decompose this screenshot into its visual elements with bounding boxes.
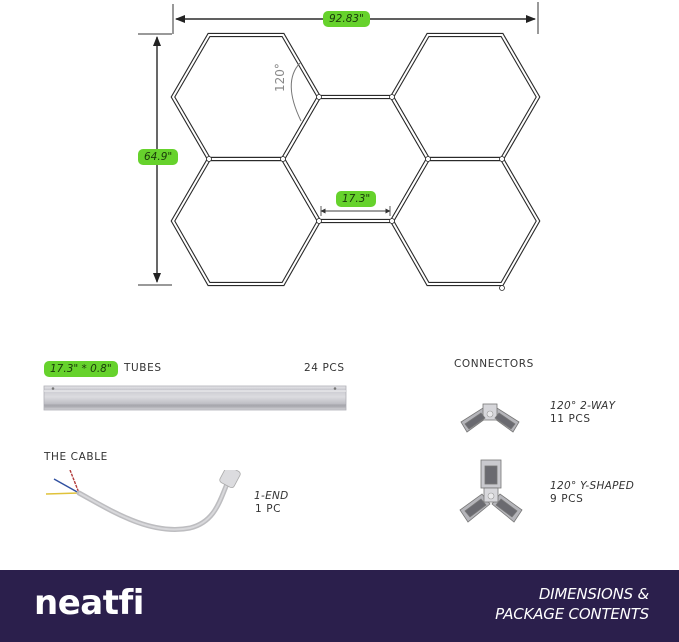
y-shaped-connector-icon xyxy=(459,459,523,523)
cable-type: 1-END xyxy=(254,490,289,502)
footer-title: DIMENSIONS & PACKAGE CONTENTS xyxy=(495,584,649,624)
connector-y-quantity: 9 PCS xyxy=(550,493,584,505)
connector-2way-quantity: 11 PCS xyxy=(550,413,591,425)
tubes-title: TUBES xyxy=(124,362,162,374)
brand-logo: neatfi xyxy=(34,583,144,623)
cable-image xyxy=(45,470,241,532)
connectors-title: CONNECTORS xyxy=(454,358,534,370)
angle-label: 120° xyxy=(273,63,287,92)
cable-quantity: 1 PC xyxy=(255,503,282,515)
hexagon-top-right xyxy=(389,32,541,162)
side-length-label: 17.3" xyxy=(336,191,377,207)
side-dimension xyxy=(320,206,391,216)
angle-arc xyxy=(290,62,302,122)
width-label: 92.83" xyxy=(323,11,370,27)
hexagon-bottom-left xyxy=(170,156,322,287)
two-way-connector-icon xyxy=(460,403,520,433)
footer-banner: neatfi DIMENSIONS & PACKAGE CONTENTS xyxy=(0,570,679,642)
red-wire xyxy=(69,470,80,494)
footer-title-line2: PACKAGE CONTENTS xyxy=(495,605,649,623)
footer-title-line1: DIMENSIONS & xyxy=(538,585,649,603)
hexagon-layout-diagram xyxy=(138,2,541,291)
height-label: 64.9" xyxy=(138,149,179,165)
tube-image xyxy=(43,385,347,411)
tubes-quantity: 24 PCS xyxy=(304,362,345,374)
cable-title: THE CABLE xyxy=(44,451,108,463)
connector-2way-type: 120° 2-WAY xyxy=(550,400,616,412)
hexagon-top-left xyxy=(170,32,322,162)
yellow-wire xyxy=(45,492,80,495)
tube-size-label: 17.3" * 0.8" xyxy=(44,361,118,377)
blue-wire xyxy=(53,478,80,494)
connector-y-type: 120° Y-SHAPED xyxy=(550,480,635,492)
hexagon-bottom-right xyxy=(389,156,541,287)
